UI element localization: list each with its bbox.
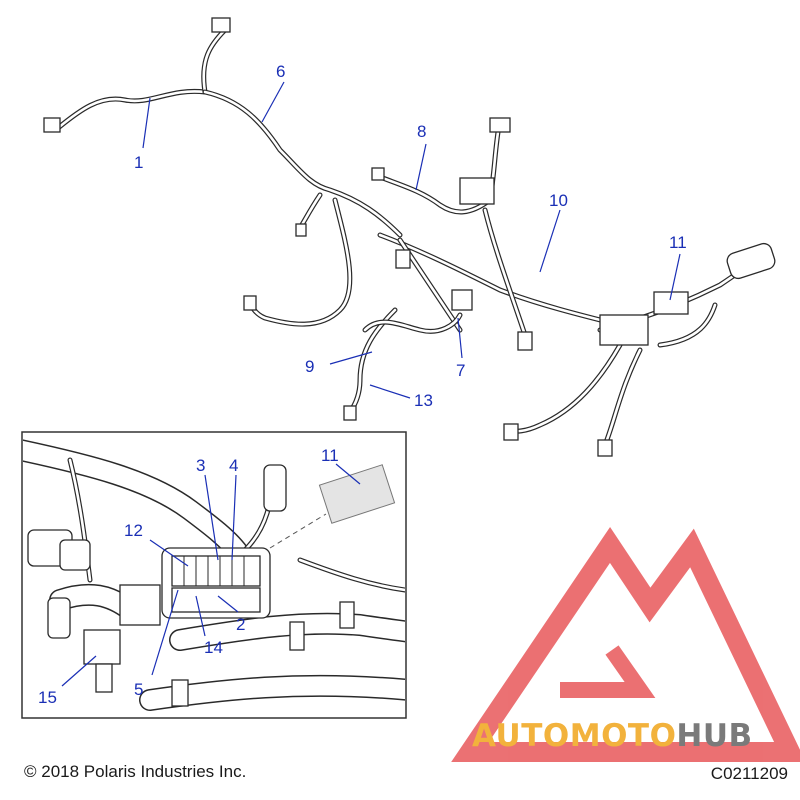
relay-block xyxy=(451,289,473,311)
callouts: 1 6 8 10 11 7 9 13 3 4 11 12 2 14 5 15 xyxy=(38,62,687,707)
callout-9: 9 xyxy=(305,357,314,376)
callout-10: 10 xyxy=(549,191,568,210)
branch-8-connector xyxy=(371,167,385,181)
brand-hub: HUB xyxy=(676,718,753,754)
watermark-logo xyxy=(451,527,800,762)
detail-inset xyxy=(21,431,407,719)
diagram-code: C0211209 xyxy=(710,764,788,783)
lower-left-connector xyxy=(243,295,257,311)
callout-15: 15 xyxy=(38,688,57,707)
leader-lines xyxy=(61,81,681,687)
watermark-brand: AUTOMOTOHUB xyxy=(472,718,753,754)
fuse-box xyxy=(599,314,649,346)
callout-11-main: 11 xyxy=(669,233,687,252)
callout-13: 13 xyxy=(414,391,433,410)
label-decal xyxy=(653,291,689,315)
relay-mount xyxy=(95,663,113,693)
right-end-connector xyxy=(726,242,776,280)
small-branch-connector xyxy=(295,223,307,237)
brand-moto: MOTO xyxy=(569,718,677,754)
brand-auto: AUTO xyxy=(472,718,570,754)
callout-8: 8 xyxy=(417,122,426,141)
relay-slots xyxy=(171,587,261,613)
callout-2: 2 xyxy=(236,615,245,634)
upper-center-connector xyxy=(489,117,511,133)
callout-11-detail: 11 xyxy=(321,446,339,465)
clamp-a xyxy=(289,621,305,651)
fuse-slots-top xyxy=(171,555,261,587)
lower-right-connector-a xyxy=(503,423,519,441)
detail-label-decal xyxy=(318,464,396,524)
fuse-box-bracket xyxy=(119,584,161,626)
center-bracket xyxy=(459,177,495,205)
callout-6: 6 xyxy=(276,62,285,81)
top-connector xyxy=(211,17,231,33)
copyright-text: © 2018 Polaris Industries Inc. xyxy=(24,762,247,781)
inset-plug xyxy=(47,597,71,639)
callout-5: 5 xyxy=(134,680,143,699)
loop-end-connector xyxy=(343,405,357,421)
left-end-connector xyxy=(43,117,61,133)
callout-12: 12 xyxy=(124,521,143,540)
mid-connector xyxy=(395,249,411,269)
inset-left-connector-b xyxy=(59,539,91,571)
callout-14: 14 xyxy=(204,638,223,657)
clamp-b xyxy=(339,601,355,629)
callout-7: 7 xyxy=(456,361,465,380)
callout-4: 4 xyxy=(229,456,238,475)
callout-3: 3 xyxy=(196,456,205,475)
center-lower-connector xyxy=(517,331,533,351)
main-harness xyxy=(43,17,776,457)
clamp-c xyxy=(171,679,189,707)
callout-1: 1 xyxy=(134,153,143,172)
inset-top-connector xyxy=(263,464,287,512)
relay-15 xyxy=(83,629,121,665)
lower-right-connector-b xyxy=(597,439,613,457)
